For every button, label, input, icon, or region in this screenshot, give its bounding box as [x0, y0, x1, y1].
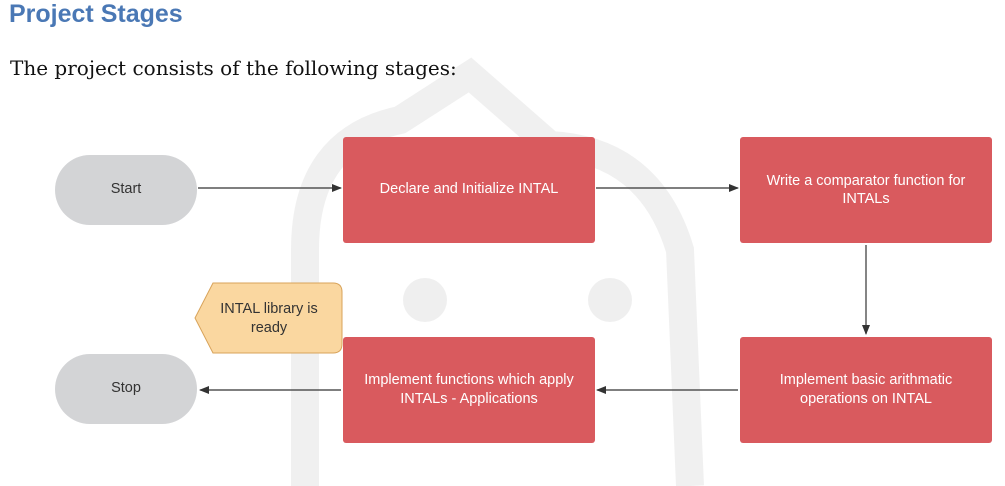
stage-declare-line-1: Declare and Initialize INTAL — [380, 181, 559, 197]
stage-comparator: Write a comparator function for INTALs — [740, 137, 992, 243]
note-line-2: ready — [251, 320, 288, 336]
note-line-1: INTAL library is — [220, 301, 318, 317]
start-label: Start — [111, 181, 142, 197]
stage-comparator-line-1: Write a comparator function for — [767, 173, 966, 189]
watermark — [291, 57, 704, 486]
stage-comparator-line-2: INTALs — [842, 191, 889, 207]
intro-text: The project consists of the following st… — [10, 56, 457, 80]
stage-applications-line-2: INTALs - Applications — [400, 391, 538, 407]
stage-arithmetic-line-2: operations on INTAL — [800, 391, 932, 407]
start-node: Start — [55, 155, 197, 225]
stop-label: Stop — [111, 380, 141, 396]
stage-arithmetic: Implement basic arithmatic operations on… — [740, 337, 992, 443]
stage-declare: Declare and Initialize INTAL — [343, 137, 595, 243]
page-title: Project Stages — [9, 0, 183, 28]
stage-applications: Implement functions which apply INTALs -… — [343, 337, 595, 443]
note-library-ready: INTAL library is ready — [194, 282, 343, 354]
stop-node: Stop — [55, 354, 197, 424]
stage-applications-line-1: Implement functions which apply — [364, 372, 574, 388]
stage-arithmetic-line-1: Implement basic arithmatic — [780, 372, 952, 388]
